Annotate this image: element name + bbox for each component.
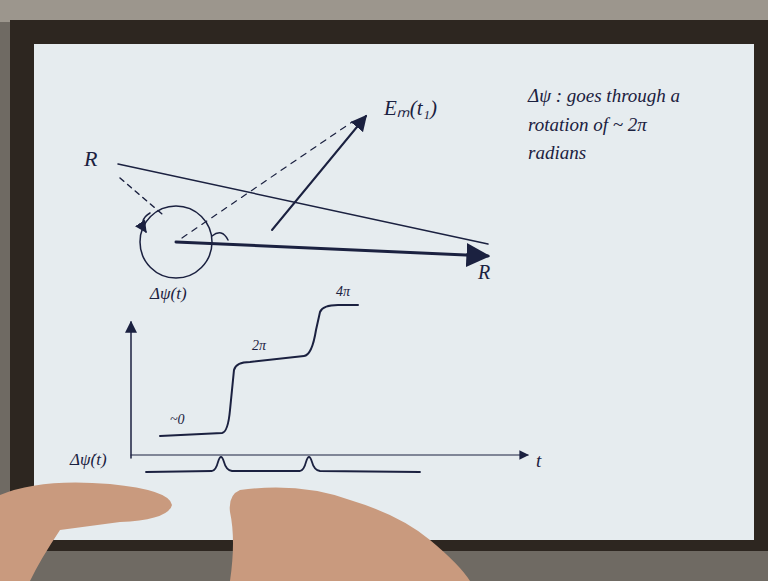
note-text: Δψ : goes through a rotation of ~ 2π rad…	[528, 82, 706, 168]
dashed-line	[120, 178, 162, 214]
phase-staircase	[160, 305, 358, 436]
angle-arc	[212, 233, 228, 240]
level-label: ~0	[170, 412, 185, 429]
reference-vector	[176, 242, 488, 256]
derivative-pulses	[146, 457, 420, 472]
phasor-line	[118, 164, 488, 244]
axis-label: t	[536, 450, 541, 473]
point-label: R	[84, 146, 97, 172]
field-vector	[272, 116, 366, 230]
left-hand	[0, 482, 172, 581]
board-surface	[34, 44, 754, 540]
level-label: 4π	[336, 284, 350, 301]
x-axis	[131, 454, 528, 455]
level-label: 2π	[252, 338, 266, 355]
phase-label: Δψ(t)	[150, 284, 187, 304]
field-label: Eₘ(t₁)	[384, 96, 437, 121]
dashed-line	[182, 122, 352, 238]
axis-label: Δψ̇(t)	[70, 450, 107, 470]
y-axis	[130, 322, 132, 458]
board-frame	[10, 20, 768, 551]
right-hand	[230, 488, 470, 581]
point-label: R	[478, 260, 490, 284]
wall	[0, 0, 768, 22]
rotation-arrow	[143, 213, 150, 232]
hands	[0, 482, 470, 581]
